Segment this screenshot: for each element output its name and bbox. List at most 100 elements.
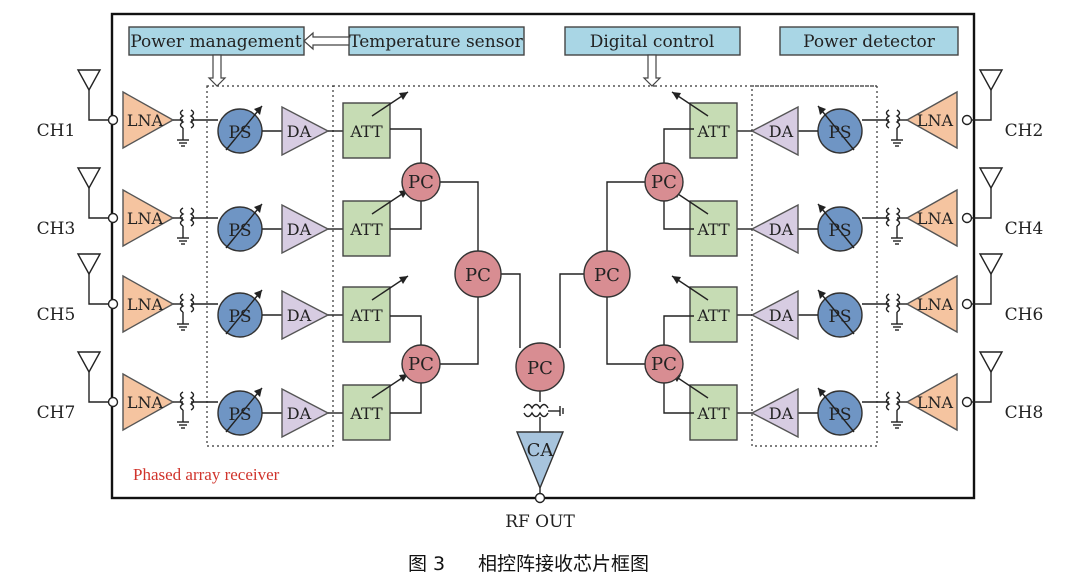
channel-label-ch2: CH2 — [1005, 121, 1044, 141]
balun-secondary-ch6 — [885, 293, 891, 313]
lna-label-ch5: LNA — [127, 295, 164, 314]
lna-label-ch8: LNA — [917, 393, 954, 412]
lna-label-ch4: LNA — [917, 209, 954, 228]
svg-text:PC: PC — [465, 265, 491, 286]
balun-primary-ch2 — [895, 109, 901, 129]
temperature-sensor-label: Temperature sensor — [349, 32, 523, 52]
antenna-feed-ch8 — [971, 372, 992, 403]
temperature-to-power-arrow — [303, 31, 350, 51]
input-port-ch3 — [107, 212, 119, 224]
lna-label-ch7: LNA — [127, 393, 164, 412]
da-label-ch5: DA — [287, 306, 312, 325]
pc-final: PC — [515, 342, 565, 392]
attenuator-ch2 — [689, 102, 738, 159]
driver-amp-ch1 — [281, 105, 330, 157]
balun-secondary-ch1 — [189, 109, 195, 129]
pc-right-top: PC — [644, 162, 684, 202]
channel-label-ch3: CH3 — [37, 219, 76, 239]
ps-tune-arrow-ch3 — [225, 203, 263, 249]
att-label-ch1: ATT — [349, 122, 383, 141]
antenna-icon-ch3 — [76, 167, 102, 190]
antenna-feed-ch1 — [88, 90, 109, 121]
channel-label-ch1: CH1 — [37, 121, 76, 141]
lna-label-ch6: LNA — [917, 295, 954, 314]
svg-text:CA: CA — [527, 440, 555, 461]
da-label-ch4: DA — [769, 220, 794, 239]
temperature-sensor-block: Temperature sensor — [348, 26, 525, 56]
input-port-ch5 — [107, 298, 119, 310]
right-ps-group-box — [751, 85, 878, 447]
ps-tune-arrow-ch4 — [817, 203, 855, 249]
attenuator-ch4 — [689, 200, 738, 257]
ps-tune-arrow-ch6 — [817, 289, 855, 335]
attenuator-ch8 — [689, 384, 738, 441]
att-label-ch3: ATT — [349, 220, 383, 239]
attenuator-ch1 — [342, 102, 391, 159]
balun-secondary-ch5 — [189, 293, 195, 313]
att-label-ch8: ATT — [696, 404, 730, 423]
lna-label-ch3: LNA — [127, 209, 164, 228]
input-port-ch6 — [961, 298, 973, 310]
input-port-ch8 — [961, 396, 973, 408]
antenna-feed-ch3 — [88, 188, 109, 219]
att-label-ch6: ATT — [696, 306, 730, 325]
pc-right-mid: PC — [583, 250, 631, 298]
channel-label-ch7: CH7 — [37, 403, 76, 423]
combiner-network — [390, 128, 694, 498]
antenna-icon-ch8 — [978, 351, 1004, 374]
ps-tune-arrow-ch7 — [225, 387, 263, 433]
balun-primary-ch6 — [895, 293, 901, 313]
balun-primary-ch1 — [179, 109, 185, 129]
balun-primary-ch7 — [179, 391, 185, 411]
driver-amp-ch4 — [750, 203, 799, 255]
svg-text:PC: PC — [408, 354, 434, 375]
da-label-ch1: DA — [287, 122, 312, 141]
antenna-icon-ch1 — [76, 69, 102, 92]
antenna-feed-ch7 — [88, 372, 109, 403]
ca-input-transformer — [523, 403, 564, 418]
att-label-ch7: ATT — [349, 404, 383, 423]
antenna-feed-ch4 — [971, 188, 992, 219]
antenna-feed-ch6 — [971, 274, 992, 305]
svg-text:PC: PC — [408, 172, 434, 193]
left-ps-group-box — [206, 85, 334, 447]
da-label-ch7: DA — [287, 404, 312, 423]
phased-array-receiver-label: Phased array receiver — [133, 465, 280, 484]
power-management-down-arrow — [207, 54, 227, 87]
lna-label-ch2: LNA — [917, 111, 954, 130]
driver-amp-ch3 — [281, 203, 330, 255]
channel-label-ch5: CH5 — [37, 305, 76, 325]
driver-amp-ch5 — [281, 289, 330, 341]
lna-ch2 — [905, 90, 958, 150]
lna-ch3 — [122, 188, 175, 248]
channel-label-ch8: CH8 — [1005, 403, 1044, 423]
attenuator-ch5 — [342, 286, 391, 343]
digital-control-block: Digital control — [564, 26, 741, 56]
att-label-ch4: ATT — [696, 220, 730, 239]
svg-text:PC: PC — [651, 354, 677, 375]
power-detector-block: Power detector — [779, 26, 959, 56]
figure-caption: 相控阵接收芯片框图 — [478, 553, 649, 575]
input-port-ch7 — [107, 396, 119, 408]
lna-ch5 — [122, 274, 175, 334]
driver-amp-ch7 — [281, 387, 330, 439]
ps-tune-arrow-ch1 — [225, 105, 263, 151]
da-label-ch2: DA — [769, 122, 794, 141]
svg-text:PC: PC — [527, 358, 553, 379]
channel-label-ch6: CH6 — [1005, 305, 1044, 325]
driver-amp-ch2 — [750, 105, 799, 157]
driver-amp-ch8 — [750, 387, 799, 439]
power-management-label: Power management — [130, 32, 302, 52]
balun-primary-ch4 — [895, 207, 901, 227]
pc-left-top: PC — [401, 162, 441, 202]
pc-left-mid: PC — [454, 250, 502, 298]
lna-ch1 — [122, 90, 175, 150]
balun-secondary-ch2 — [885, 109, 891, 129]
lna-ch4 — [905, 188, 958, 248]
channel-label-ch4: CH4 — [1005, 219, 1044, 239]
ps-tune-arrow-ch2 — [817, 105, 855, 151]
digital-control-label: Digital control — [590, 32, 715, 52]
balun-secondary-ch8 — [885, 391, 891, 411]
lna-ch8 — [905, 372, 958, 432]
